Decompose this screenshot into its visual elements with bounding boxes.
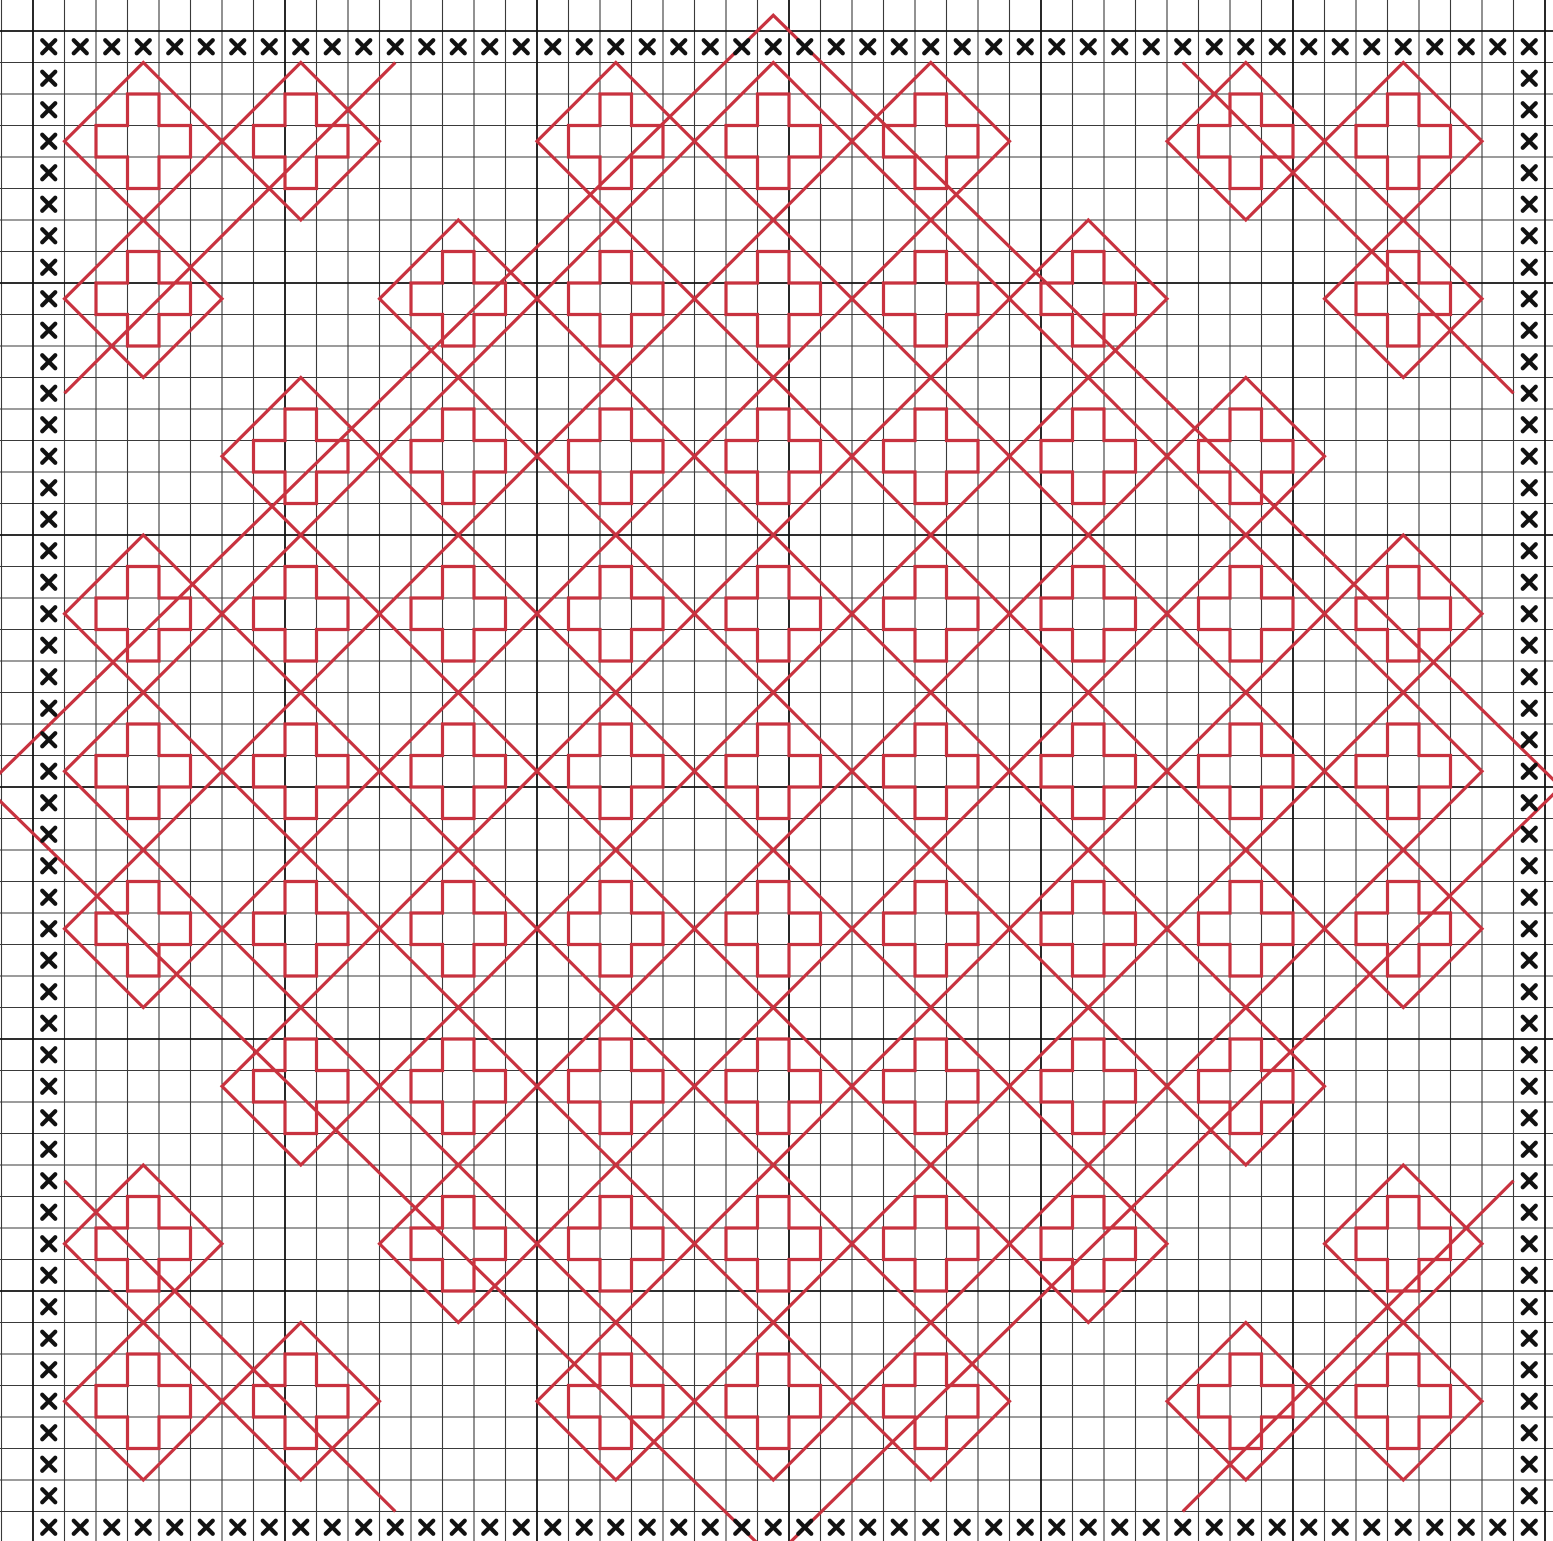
stitch-pattern-chart — [0, 0, 1553, 1541]
chart-background — [0, 0, 1553, 1541]
